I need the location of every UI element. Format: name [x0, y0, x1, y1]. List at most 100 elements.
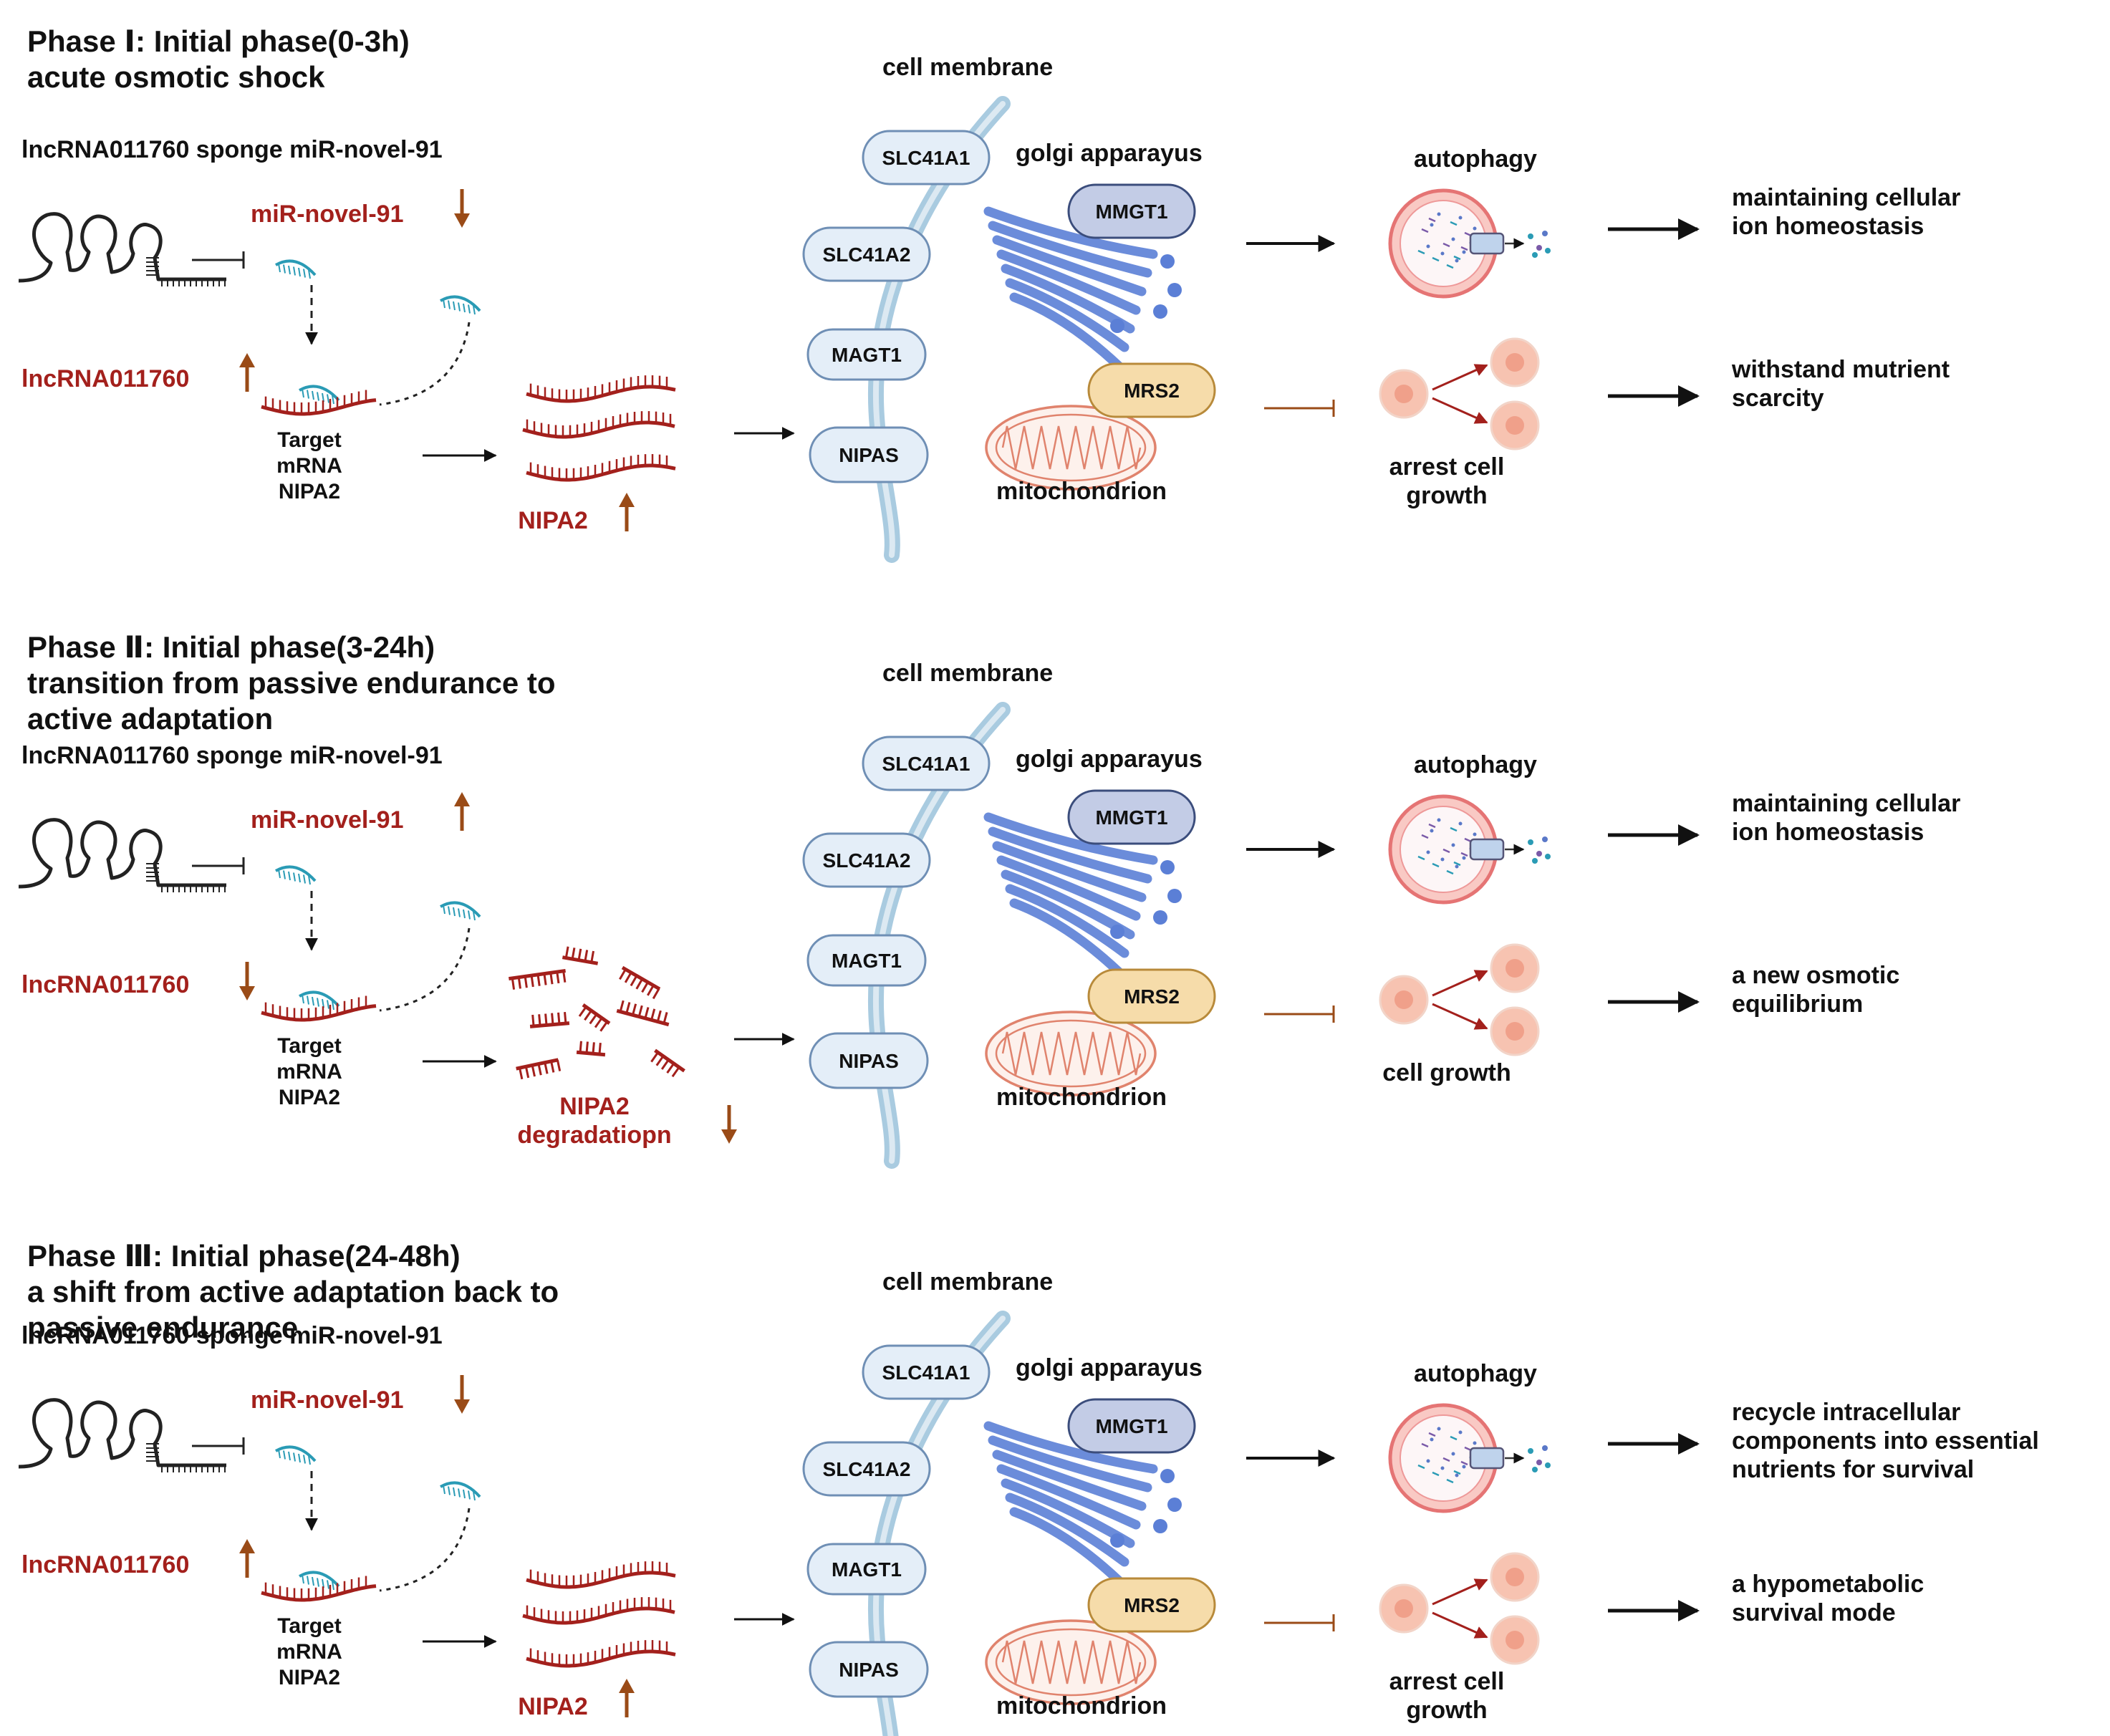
nipa2-fragment: [616, 1000, 670, 1027]
mirna-label: miR-novel-91: [251, 201, 404, 228]
daughter-cell-top: [1490, 337, 1540, 387]
cell-label-2: growth: [1406, 482, 1487, 509]
golgi-apparatus-icon: [983, 812, 1182, 977]
outcome-bottom-line-1: a hypometabolic: [1732, 1571, 1924, 1598]
target-mrna-strand: [261, 390, 377, 416]
phase-1: Phase Ⅰ: Initial phase(0-3h)acute osmoti…: [18, 24, 1960, 563]
mitochondrion-label: mitochondrion: [996, 1084, 1167, 1111]
mitochondrion-label: mitochondrion: [996, 478, 1167, 505]
mirna-icon-free: [440, 295, 481, 315]
mitochondrion-icon: [985, 1011, 1157, 1096]
phase-title-line-2: transition from passive endurance to: [27, 666, 556, 700]
mrs2-protein-label: MRS2: [1124, 380, 1180, 402]
phase-title-line-2: a shift from active adaptation back to: [27, 1275, 559, 1308]
nipa2-fragment: [529, 1011, 570, 1028]
cell-label-2: growth: [1406, 1697, 1487, 1724]
nipa2-degradation-label: degradatiopn: [517, 1122, 671, 1149]
nipas-protein: NIPAS: [809, 1641, 929, 1698]
golgi-apparatus-icon: [983, 1421, 1182, 1586]
daughter-cell-bottom: [1490, 1615, 1540, 1665]
slc41a1-protein: SLC41A1: [862, 1344, 991, 1400]
mmgt1-protein-label: MMGT1: [1095, 201, 1167, 223]
autophagy-label: autophagy: [1414, 751, 1537, 778]
target-label-1: Target: [277, 1034, 341, 1058]
nipas-protein: NIPAS: [809, 426, 929, 483]
nipa2-fragment: [578, 1003, 611, 1032]
mitochondrion-icon: [985, 405, 1157, 491]
lncrna-inhibits-mirna: [192, 1437, 245, 1455]
lncrna-hairpin-icon: [18, 212, 226, 286]
mmgt1-protein-label: MMGT1: [1095, 1415, 1167, 1437]
mmgt1-protein: MMGT1: [1067, 1398, 1196, 1454]
phase-title-line-3: active adaptation: [27, 702, 273, 736]
sponge-label: lncRNA011760 sponge miR-novel-91: [21, 1322, 443, 1349]
mirna-trend-arrow: [454, 1375, 470, 1414]
phase-title-line-2: acute osmotic shock: [27, 60, 325, 94]
nipa2-mrna-strand-3: [526, 454, 676, 482]
nipa2-trend-arrow: [619, 1679, 635, 1717]
mother-cell: [1379, 975, 1429, 1025]
nipa2-trend-arrow: [721, 1105, 737, 1144]
nipa2-label: NIPA2: [518, 507, 588, 534]
slc41a2-protein: SLC41A2: [802, 226, 931, 282]
mrs2-protein-label: MRS2: [1124, 1594, 1180, 1616]
outcome-bottom-line-1: withstand mutrient: [1731, 356, 1950, 383]
mrs2-inhibits-growth: [1264, 400, 1335, 417]
slc41a2-protein-label: SLC41A2: [823, 243, 911, 266]
daughter-cell-top: [1490, 943, 1540, 993]
mmgt1-protein-label: MMGT1: [1095, 806, 1167, 829]
target-label-1: Target: [277, 428, 341, 452]
outcome-bottom-line-2: survival mode: [1732, 1599, 1896, 1626]
outcome-top-line-2: components into essential: [1732, 1427, 2039, 1455]
slc41a1-protein-label: SLC41A1: [882, 147, 970, 169]
slc41a1-protein-label: SLC41A1: [882, 1361, 970, 1384]
phase-3: Phase Ⅲ: Initial phase(24-48h)a shift fr…: [18, 1239, 2039, 1736]
outcome-top-line-1: maintaining cellular: [1732, 184, 1960, 211]
cell-membrane-label: cell membrane: [882, 54, 1053, 81]
sponge-label: lncRNA011760 sponge miR-novel-91: [21, 136, 443, 163]
nipa2-fragment: [509, 968, 567, 990]
mirna-trend-arrow: [454, 792, 470, 831]
phase-title-line-3: passive endurance: [27, 1311, 298, 1344]
target-label-3: NIPA2: [279, 480, 340, 503]
cell-membrane-label: cell membrane: [882, 660, 1053, 687]
outcome-bottom-line-2: equilibrium: [1732, 990, 1863, 1018]
lncrna-hairpin-icon: [18, 1398, 226, 1472]
nipa2-mrna-strand-2: [522, 411, 675, 439]
nipa2-fragment: [516, 1058, 562, 1080]
lncrna-label: lncRNA011760: [21, 971, 189, 998]
mirna-label: miR-novel-91: [251, 1387, 404, 1414]
golgi-label: golgi apparayus: [1016, 1354, 1203, 1381]
nipa2-fragments-icon: [509, 946, 685, 1080]
lncrna-trend-arrow: [239, 962, 255, 1000]
mrs2-protein: MRS2: [1087, 968, 1216, 1024]
mrs2-protein-label: MRS2: [1124, 985, 1180, 1008]
nipa2-mrna-strand-1: [526, 1561, 676, 1589]
autophagosome-icon: [1388, 1403, 1551, 1513]
cell-membrane-label: cell membrane: [882, 1268, 1053, 1296]
magt1-protein-label: MAGT1: [832, 344, 902, 366]
lncrna-inhibits-mirna: [192, 857, 245, 874]
daughter-cell-top: [1490, 1552, 1540, 1602]
mirna-trend-arrow: [454, 189, 470, 228]
slc41a1-protein: SLC41A1: [862, 736, 991, 791]
mirna-icon-free: [440, 901, 481, 921]
slc41a2-protein-label: SLC41A2: [823, 1458, 911, 1480]
mirna-dashed-path: [379, 927, 471, 1012]
nipa2-fragment: [650, 1048, 685, 1078]
magt1-protein-label: MAGT1: [832, 1558, 902, 1581]
golgi-label: golgi apparayus: [1016, 140, 1203, 167]
outcome-top-line-2: ion homeostasis: [1732, 213, 1924, 240]
mmgt1-protein: MMGT1: [1067, 183, 1196, 239]
slc41a2-protein: SLC41A2: [802, 832, 931, 888]
slc41a2-protein: SLC41A2: [802, 1441, 931, 1497]
mother-cell: [1379, 369, 1429, 419]
mitochondrion-icon: [985, 1619, 1157, 1705]
cell-label-1: arrest cell: [1389, 1668, 1505, 1695]
nipas-protein: NIPAS: [809, 1032, 929, 1089]
phase-title-line-1: Phase Ⅱ: Initial phase(3-24h): [27, 630, 435, 664]
phase-title-line-1: Phase Ⅲ: Initial phase(24-48h): [27, 1239, 461, 1273]
mrs2-inhibits-growth: [1264, 1614, 1335, 1631]
nipa2-fragment: [619, 965, 661, 1000]
magt1-protein-label: MAGT1: [832, 950, 902, 972]
